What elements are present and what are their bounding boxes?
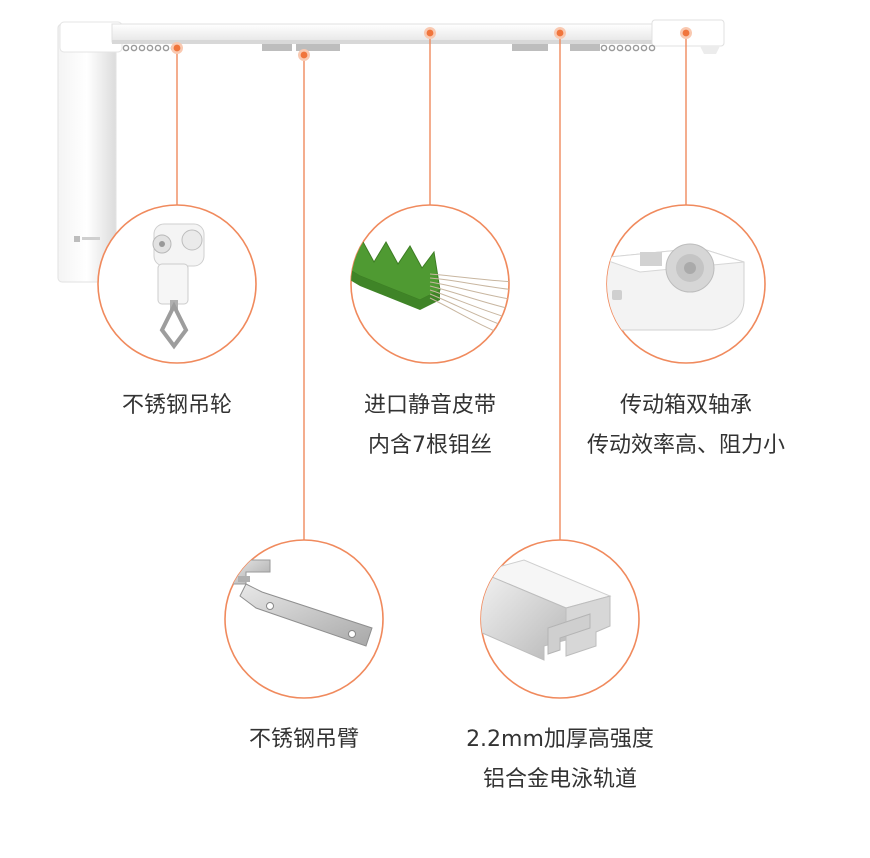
pulley-icon (152, 223, 205, 350)
rail-rollers-right (600, 44, 656, 52)
caption-gearbox-line-1: 传动箱双轴承 (619, 393, 752, 418)
caption-rail: 2.2mm加厚高强度 铝合金电泳轨道 (430, 720, 690, 800)
caption-bracket: 不锈钢吊臂 (204, 720, 404, 760)
caption-rail-line-1: 2.2mm加厚高强度 (466, 727, 654, 752)
gearbox-icon (607, 243, 745, 331)
feature-circle-bracket (224, 539, 384, 699)
caption-belt: 进口静音皮带 内含7根钼丝 (310, 386, 550, 466)
rail-rollers-left (122, 44, 178, 52)
caption-rail-line-2: 铝合金电泳轨道 (482, 767, 637, 792)
brand-logo-icon (74, 236, 100, 242)
caption-roller-line-1: 不锈钢吊轮 (121, 393, 232, 418)
feature-circle-roller (97, 204, 257, 364)
motor-body (57, 23, 117, 283)
caption-belt-line-1: 进口静音皮带 (363, 393, 496, 418)
feature-circle-gearbox (606, 204, 766, 364)
caption-bracket-line-1: 不锈钢吊臂 (248, 727, 359, 752)
callout-dots (171, 27, 692, 61)
caption-belt-line-2: 内含7根钼丝 (368, 433, 492, 458)
caption-roller: 不锈钢吊轮 (77, 386, 277, 426)
rail-bar (111, 23, 725, 43)
feature-circle-belt (350, 204, 510, 364)
feature-circle-rail (480, 539, 640, 699)
leader-lines (176, 33, 687, 540)
caption-gearbox-line-2: 传动效率高、阻力小 (586, 433, 785, 458)
rail-profile-icon (481, 559, 612, 661)
rail-brackets (262, 44, 600, 51)
caption-gearbox: 传动箱双轴承 传动效率高、阻力小 (556, 386, 816, 466)
